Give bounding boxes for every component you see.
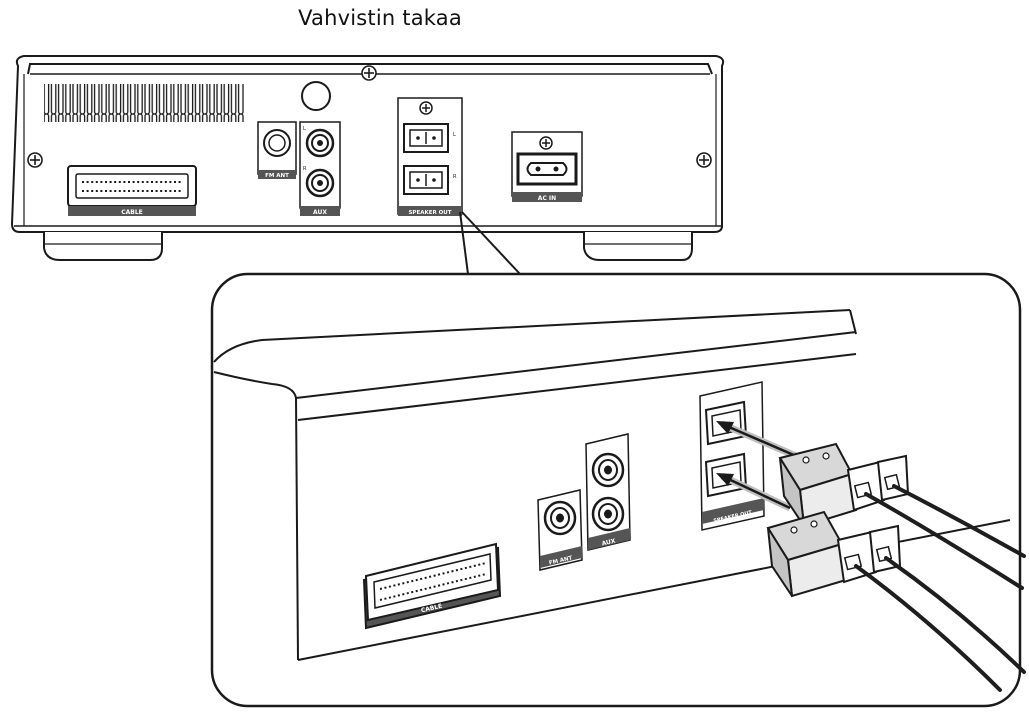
screw-icon — [361, 65, 377, 81]
zoom-callout-lines — [459, 211, 521, 275]
speaker-out-label: SPEAKER OUT — [408, 210, 451, 216]
ac-in-socket: AC IN — [511, 131, 583, 202]
zoomed-inset: CABLE FM ANT AUX — [210, 272, 1026, 708]
vent-hole — [301, 81, 331, 111]
speaker-left-letter: L — [453, 132, 456, 138]
fm-ant-label: FM ANT — [265, 173, 289, 179]
aux-label-inset: AUX — [601, 537, 617, 547]
diagram-title: Vahvistin takaa — [298, 6, 462, 30]
insert-arrow-icon — [716, 472, 792, 512]
screw-icon — [696, 152, 712, 168]
fm-antenna-jack-inset: FM ANT — [537, 489, 583, 571]
ac-in-label: AC IN — [538, 195, 556, 202]
speaker-out-terminals-inset: SPEAKER OUT — [699, 381, 765, 531]
ventilation-grill — [44, 84, 244, 122]
aux-left-letter: L — [303, 126, 306, 132]
aux-jacks-inset: AUX — [585, 433, 631, 551]
screw-icon — [27, 152, 43, 168]
aux-label: AUX — [313, 209, 327, 216]
cable-connector: CABLE — [67, 165, 197, 216]
speaker-out-terminals: L R SPEAKER OUT — [397, 97, 463, 216]
fm-ant-label-inset: FM ANT — [549, 555, 574, 566]
speaker-cables — [854, 484, 1026, 692]
aux-jacks: L R AUX — [299, 121, 341, 216]
speaker-plug-upper — [778, 442, 910, 528]
cable-connector-inset: CABLE — [362, 542, 502, 630]
cable-label-inset: CABLE — [420, 603, 443, 615]
fm-antenna-jack: FM ANT — [257, 121, 297, 179]
speaker-right-letter: R — [453, 174, 457, 180]
insert-arrow-icon — [716, 420, 798, 460]
aux-right-letter: R — [303, 166, 307, 172]
cable-label: CABLE — [121, 209, 143, 216]
speaker-plug-lower — [766, 510, 902, 598]
